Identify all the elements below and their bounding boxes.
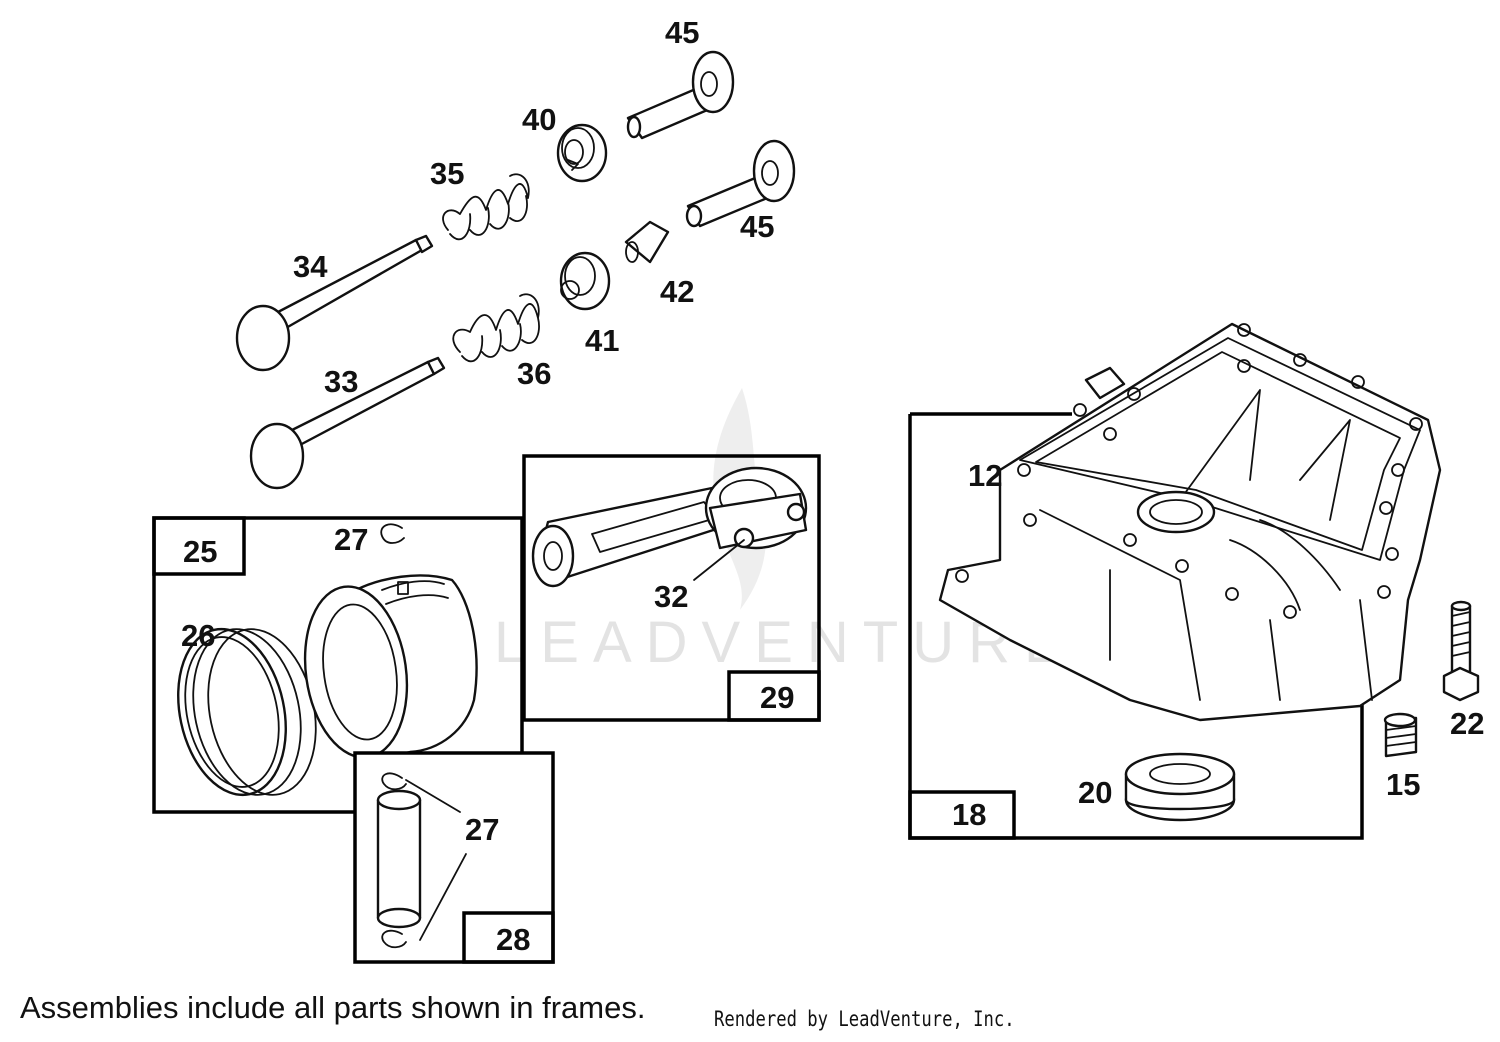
watermark: LEADVENTURE — [494, 388, 1077, 675]
leader-line-27-top — [405, 779, 461, 813]
callout-45-upper: 45 — [665, 15, 699, 50]
frame-connecting-rod — [522, 454, 821, 722]
callout-35: 35 — [430, 156, 464, 191]
part-27-clip-top — [380, 523, 405, 544]
callout-25: 25 — [183, 534, 217, 569]
part-piston — [303, 574, 478, 762]
part-41-retainer — [559, 251, 611, 311]
frame-25-label-box — [152, 516, 246, 576]
rendered-by-credit: Rendered by LeadVenture, Inc. — [714, 1007, 1015, 1031]
callout-29: 29 — [760, 680, 794, 715]
part-22-bolt — [1442, 600, 1480, 702]
part-34-valve — [235, 234, 434, 372]
callout-12: 12 — [968, 458, 1002, 493]
part-35-valve-spring — [442, 173, 530, 241]
callout-42: 42 — [660, 274, 694, 309]
callout-45-lower: 45 — [740, 209, 774, 244]
watermark-text: LEADVENTURE — [494, 610, 1077, 675]
callout-26: 26 — [181, 618, 215, 653]
part-45-tappet-upper — [626, 50, 735, 140]
part-45-tappet-lower — [685, 139, 796, 228]
callout-15: 15 — [1386, 767, 1420, 802]
callout-32: 32 — [654, 579, 688, 614]
leader-line-32 — [693, 539, 745, 581]
part-18-sump — [938, 322, 1442, 722]
part-20-oil-seal — [1124, 752, 1236, 822]
callout-18: 18 — [952, 797, 986, 832]
assemblies-note: Assemblies include all parts shown in fr… — [20, 990, 646, 1025]
leader-line-27-bottom — [419, 853, 467, 941]
frame-28-label-box — [462, 911, 555, 964]
callout-27-pin: 27 — [465, 812, 499, 847]
part-36-valve-spring — [452, 293, 540, 363]
callout-33: 33 — [324, 364, 358, 399]
part-33-valve — [249, 356, 446, 490]
part-15-plug — [1383, 712, 1418, 758]
callout-36: 36 — [517, 356, 551, 391]
callout-22: 22 — [1450, 706, 1484, 741]
callout-27-top: 27 — [334, 522, 368, 557]
part-40-retainer — [556, 123, 608, 183]
frame-29-label-box — [727, 670, 821, 722]
frame-sump-assembly — [908, 412, 1364, 840]
frame-piston-assembly — [152, 516, 524, 814]
frame-18-label-box — [908, 790, 1016, 840]
callout-20: 20 — [1078, 775, 1112, 810]
callout-28: 28 — [496, 922, 530, 957]
part-28-piston-pin — [376, 772, 422, 949]
part-29-connecting-rod — [531, 466, 808, 588]
callout-41: 41 — [585, 323, 619, 358]
callout-40: 40 — [522, 102, 556, 137]
part-42-keeper — [624, 220, 670, 264]
sump-bolt-holes — [955, 323, 1423, 619]
callout-34: 34 — [293, 249, 328, 284]
